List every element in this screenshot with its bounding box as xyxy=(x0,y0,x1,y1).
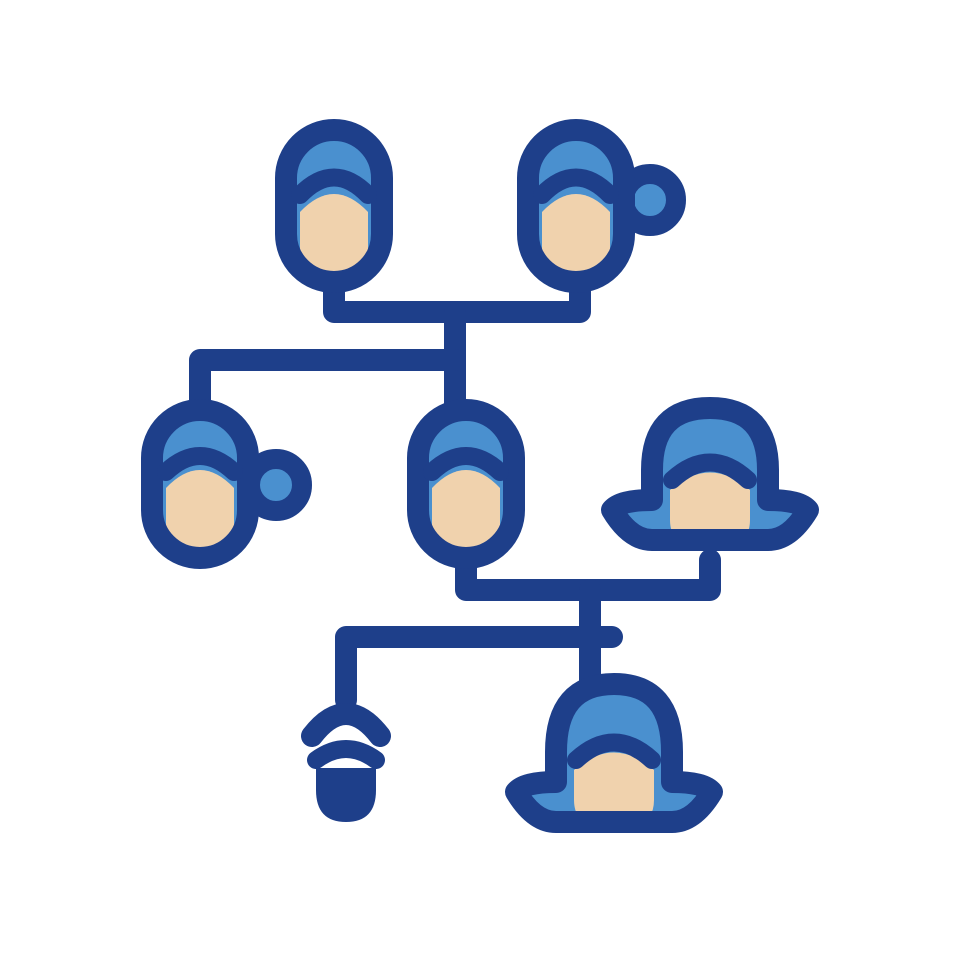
person-aunt xyxy=(141,399,312,569)
person-daughter xyxy=(505,673,723,833)
person-mother xyxy=(601,397,819,551)
tree-connectors xyxy=(189,267,721,711)
connector-branch-children xyxy=(335,626,623,711)
person-grandmother xyxy=(517,119,686,293)
person-father xyxy=(407,399,525,569)
person-grandfather xyxy=(275,119,393,293)
connector-branch-left xyxy=(189,349,466,421)
person-son xyxy=(301,703,391,822)
